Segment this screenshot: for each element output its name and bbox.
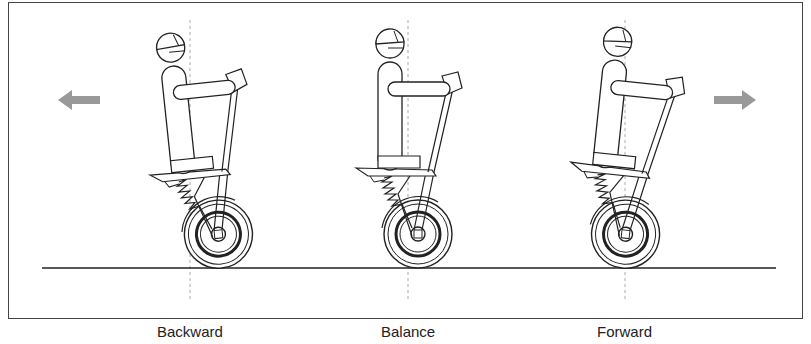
state-label: Balance <box>381 323 435 340</box>
state-label: Forward <box>597 323 652 340</box>
state-label: Backward <box>157 323 223 340</box>
